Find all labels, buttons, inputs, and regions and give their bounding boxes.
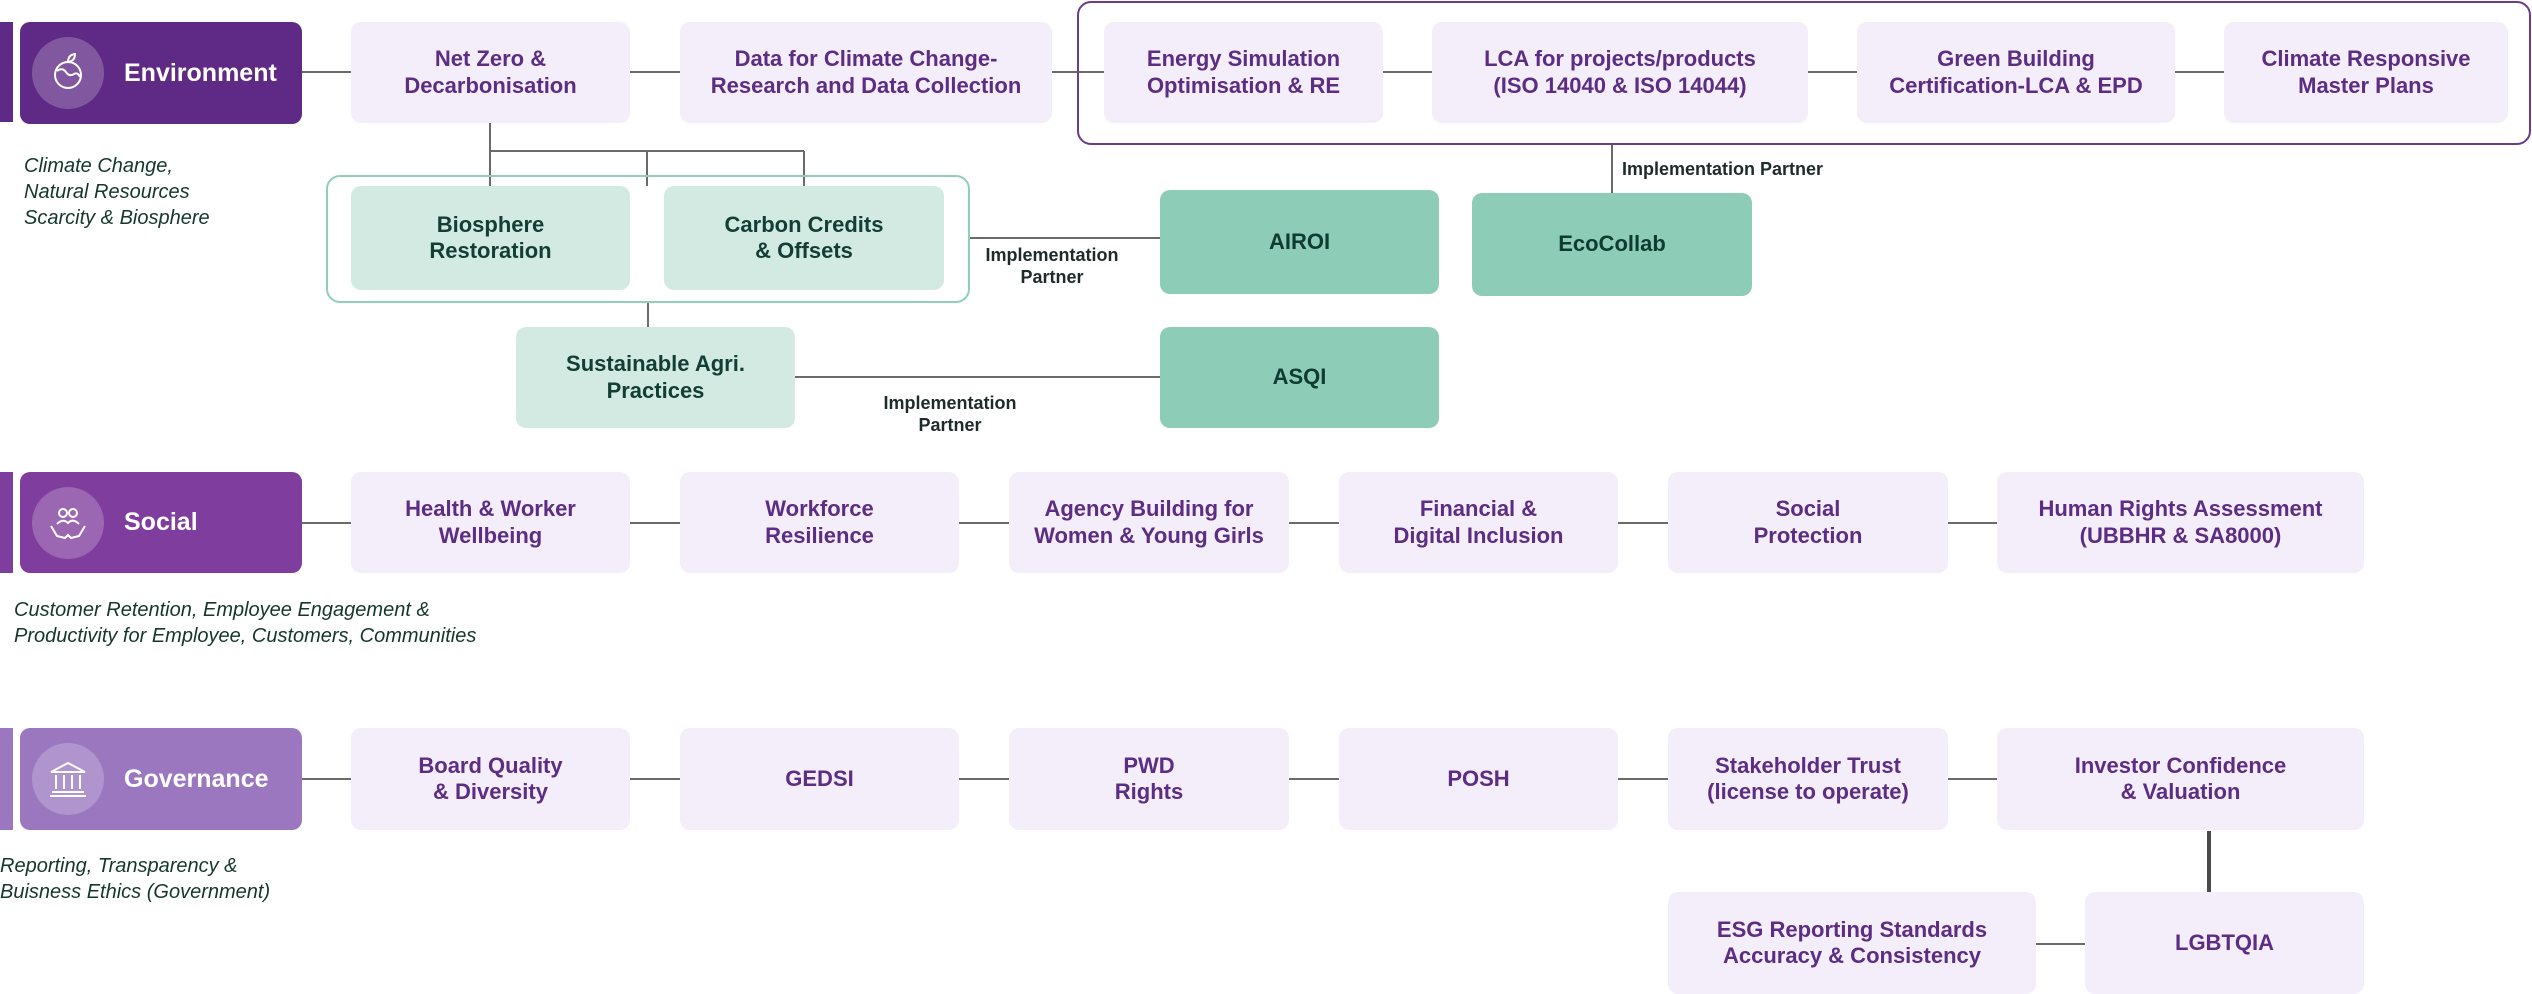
governance-label: Governance: [124, 764, 269, 793]
health-wellbeing-node: Health & Worker Wellbeing: [351, 472, 630, 573]
airoi-implementation-partner-label: Implementation Partner: [985, 245, 1119, 287]
posh-node: POSH: [1339, 728, 1618, 830]
investor-confidence-node: Investor Confidence & Valuation: [1997, 728, 2364, 830]
board-quality-node: Board Quality & Diversity: [351, 728, 630, 830]
esg-reporting-node: ESG Reporting Standards Accuracy & Consi…: [1668, 892, 2036, 994]
biosphere-restoration-node: Biosphere Restoration: [351, 186, 630, 290]
environment-caption: Climate Change, Natural Resources Scarci…: [24, 155, 210, 229]
social-protection-node: Social Protection: [1668, 472, 1948, 573]
globe-leaf-icon: [32, 37, 104, 109]
agency-building-node: Agency Building for Women & Young Girls: [1009, 472, 1289, 573]
social-label: Social: [124, 508, 198, 536]
human-rights-node: Human Rights Assessment (UBBHR & SA8000): [1997, 472, 2364, 573]
carbon-credits-node: Carbon Credits & Offsets: [664, 186, 944, 290]
sustainable-agri-node: Sustainable Agri. Practices: [516, 327, 795, 428]
airoi-partner-node: AIROI: [1160, 190, 1439, 294]
hands-people-icon: [32, 486, 104, 559]
governance-category: Governance: [20, 728, 302, 830]
social-caption: Customer Retention, Employee Engagement …: [14, 599, 477, 647]
environment-accent-bar: [0, 22, 13, 122]
governance-caption: Reporting, Transparency & Buisness Ethic…: [0, 855, 271, 903]
institution-icon: [32, 743, 104, 815]
ecocollab-implementation-partner-label: Implementation Partner: [1622, 159, 1824, 179]
asqi-implementation-partner-label: Implementation Partner: [883, 393, 1017, 435]
governance-accent-bar: [0, 728, 13, 830]
net-zero-node: Net Zero & Decarbonisation: [351, 22, 630, 123]
climate-master-plans-node: Climate Responsive Master Plans: [2224, 22, 2508, 123]
lgbtqia-node: LGBTQIA: [2085, 892, 2364, 994]
ecocollab-partner-node: EcoCollab: [1472, 193, 1752, 296]
asqi-partner-node: ASQI: [1160, 327, 1439, 428]
social-accent-bar: [0, 472, 13, 573]
environment-category: Environment: [20, 22, 302, 124]
financial-inclusion-node: Financial & Digital Inclusion: [1339, 472, 1618, 573]
climate-data-node: Data for Climate Change- Research and Da…: [680, 22, 1052, 123]
lca-services-group-outline: [1077, 1, 2531, 145]
energy-simulation-node: Energy Simulation Optimisation & RE: [1104, 22, 1383, 123]
gedsi-node: GEDSI: [680, 728, 959, 830]
pwd-rights-node: PWD Rights: [1009, 728, 1289, 830]
stakeholder-trust-node: Stakeholder Trust (license to operate): [1668, 728, 1948, 830]
biosphere-carbon-group-outline: [326, 175, 970, 303]
lca-projects-node: LCA for projects/products (ISO 14040 & I…: [1432, 22, 1808, 123]
social-category: Social: [20, 472, 302, 573]
workforce-resilience-node: Workforce Resilience: [680, 472, 959, 573]
environment-label: Environment: [124, 58, 277, 87]
green-building-node: Green Building Certification-LCA & EPD: [1857, 22, 2175, 123]
